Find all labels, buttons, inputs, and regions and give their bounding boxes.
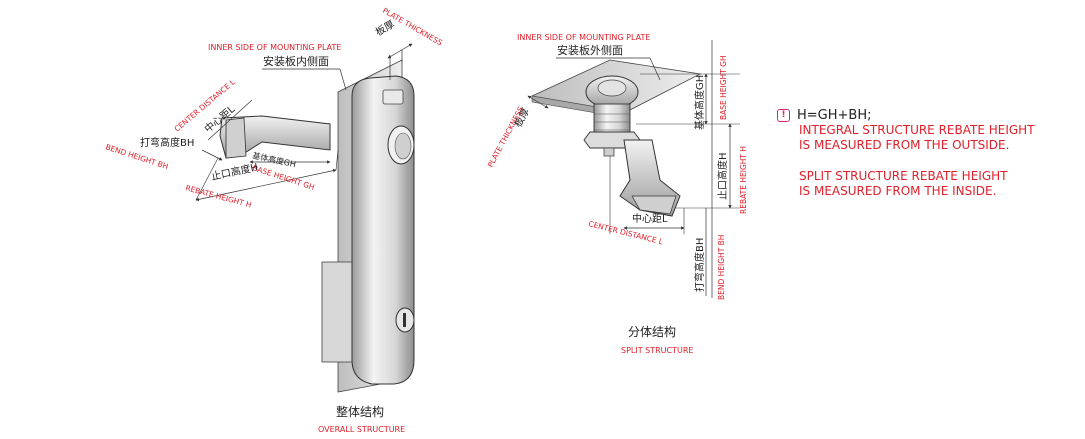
key-slot: [403, 313, 406, 327]
overall-title-en: OVERALL STRUCTURE: [318, 425, 405, 434]
split-dim-plate-thickness: [527, 95, 549, 109]
split-rebate-height-cn: 止口高度H: [716, 152, 729, 200]
split-note-line1: SPLIT STRUCTURE REBATE HEIGHT: [799, 169, 1008, 183]
dim-center-distance-line: [207, 99, 253, 141]
overall-inner-side-en: INNER SIDE OF MOUNTING PLATE: [208, 43, 341, 52]
handle-top-window: [382, 89, 404, 105]
split-title-en: SPLIT STRUCTURE: [621, 346, 693, 355]
integral-note-line2: IS MEASURED FROM THE OUTSIDE.: [799, 138, 1010, 152]
dim-bend-height-line: [201, 149, 223, 161]
split-outer-side-cn: 安装板外侧面: [557, 43, 623, 57]
split-lock-head-inner: [597, 79, 627, 97]
formula-note: ! H=GH+BH; INTEGRAL STRUCTURE REBATE HEI…: [777, 108, 1077, 199]
overall-rebate-height-cn: 止口高度H: [210, 160, 259, 183]
dim-rebate-ext2: [335, 149, 339, 171]
handle-body: [351, 75, 415, 385]
latch-cam-tip: [225, 117, 247, 159]
dim-plate-thickness-arrow: [387, 43, 413, 59]
overall-title-cn: 整体结构: [336, 404, 384, 419]
rear-housing: [321, 261, 353, 363]
split-base-height-en: BASE HEIGHT GH: [719, 55, 728, 120]
split-structure-drawing: INNER SIDE OF MOUNTING PLATE 安装板外侧面 PLAT…: [486, 33, 748, 355]
dim-rebate-ext1: [195, 157, 219, 201]
split-rebate-height-en: REBATE HEIGHT H: [739, 146, 748, 214]
warning-icon: !: [777, 109, 790, 122]
split-base-height-cn: 基体高度GH: [693, 75, 706, 130]
split-center-distance-cn: 中心距L: [632, 212, 668, 225]
leader-inner-side-drop: [339, 68, 347, 91]
split-inner-side-en: INNER SIDE OF MOUNTING PLATE: [517, 33, 650, 42]
overall-base-height-en: BASE HEIGHT GH: [251, 163, 315, 192]
formula-text: H=GH+BH;: [797, 108, 872, 123]
split-bend-height-en: BEND HEIGHT BH: [717, 235, 726, 300]
split-cam-tip: [631, 195, 677, 215]
latch-cam-arm: [219, 115, 331, 159]
split-bend-height-cn: 打弯高度BH: [693, 238, 706, 292]
overall-inner-side-cn: 安装板内侧面: [263, 54, 329, 68]
split-shaft-tip: [603, 147, 615, 157]
split-note-line2: IS MEASURED FROM THE INSIDE.: [799, 184, 997, 198]
overall-structure-drawing: PLATE THICKNESS 板厚 INNER SIDE OF MOUNTIN…: [104, 6, 444, 434]
formula-row: ! H=GH+BH;: [777, 108, 1077, 123]
overall-rebate-height-en: REBATE HEIGHT H: [184, 183, 252, 209]
split-leader-outer-drop: [649, 57, 661, 81]
integral-note-line1: INTEGRAL STRUCTURE REBATE HEIGHT: [799, 123, 1035, 137]
split-title-cn: 分体结构: [628, 324, 676, 339]
overall-bend-height-cn: 打弯高度BH: [140, 136, 194, 149]
push-button-inner: [394, 132, 412, 160]
dim-rebate-height-line: [195, 168, 337, 202]
